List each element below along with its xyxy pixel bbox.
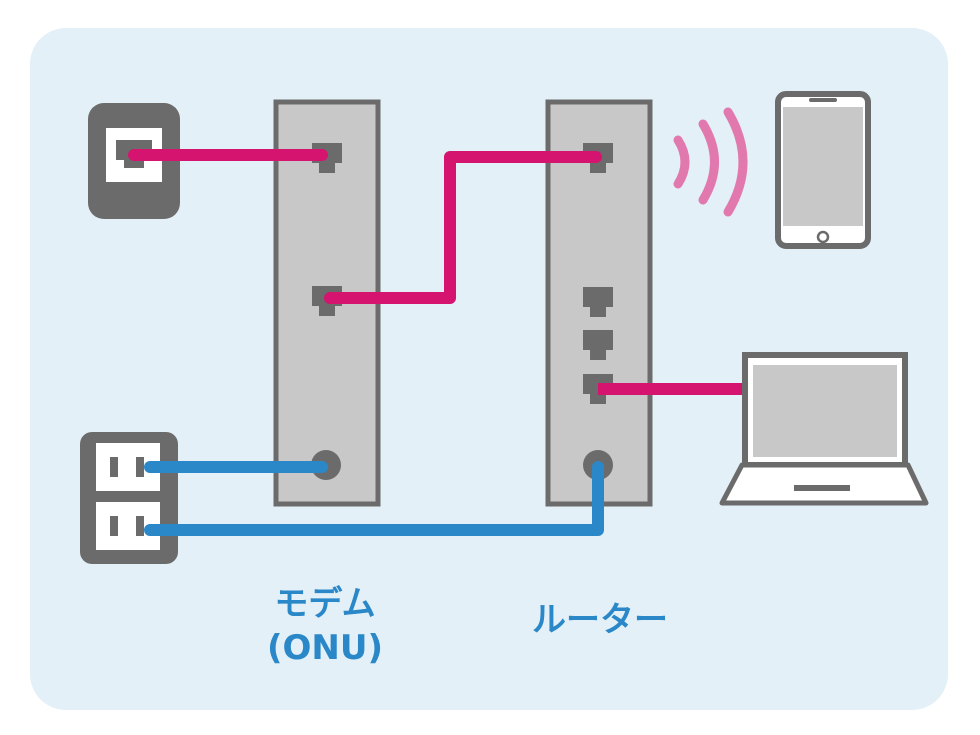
wifi-signal-icon [673, 107, 748, 217]
power-cable-outlet-to-router [144, 461, 604, 536]
modem-label-name: モデム [274, 584, 376, 624]
laptop-icon [719, 352, 929, 506]
router-label: ルーター [532, 600, 668, 640]
power-outlet-icon [80, 432, 178, 564]
lan-cable-modem-to-router [324, 151, 602, 304]
router-lan-port-2 [583, 330, 613, 360]
background-panel [30, 28, 948, 710]
modem-label: モデム (ONU) [240, 582, 410, 670]
router-icon [545, 99, 653, 507]
smartphone-icon [775, 91, 871, 249]
modem-label-onu: (ONU) [266, 628, 384, 668]
router-lan-port-1 [583, 287, 613, 317]
